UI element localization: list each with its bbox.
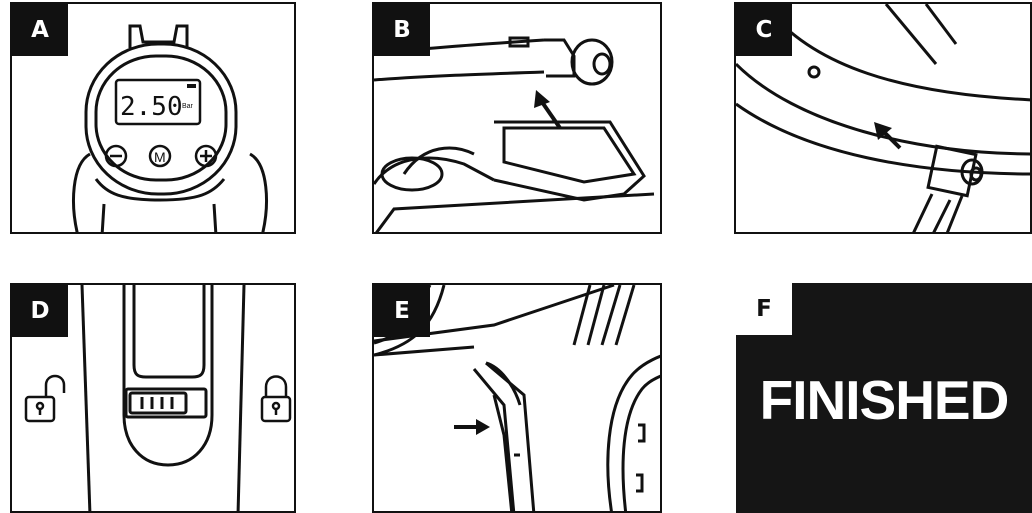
display-unit: Bar [182, 103, 194, 110]
mode-button-label: M [154, 149, 166, 165]
finished-text: FINISHED [736, 368, 1032, 432]
minus-icon [106, 146, 126, 166]
panel-d: D [10, 283, 296, 513]
panel-c: C [734, 2, 1032, 234]
panel-c-label: C [736, 4, 792, 56]
arrow-icon [454, 419, 490, 435]
panel-f-label: F [736, 283, 792, 335]
panel-a-label: A [12, 4, 68, 56]
panel-e-label: E [374, 285, 430, 337]
display-value: 2.50 [120, 92, 183, 122]
panel-b-label: B [374, 4, 430, 56]
arrow-icon [874, 122, 900, 148]
plus-icon [196, 146, 216, 166]
panel-b: B [372, 2, 662, 234]
panel-a: 2.50 Bar M A [10, 2, 296, 234]
locked-padlock-icon [262, 377, 290, 422]
unlocked-padlock-icon [26, 376, 64, 421]
panel-e: E [372, 283, 662, 513]
panel-d-label: D [12, 285, 68, 337]
